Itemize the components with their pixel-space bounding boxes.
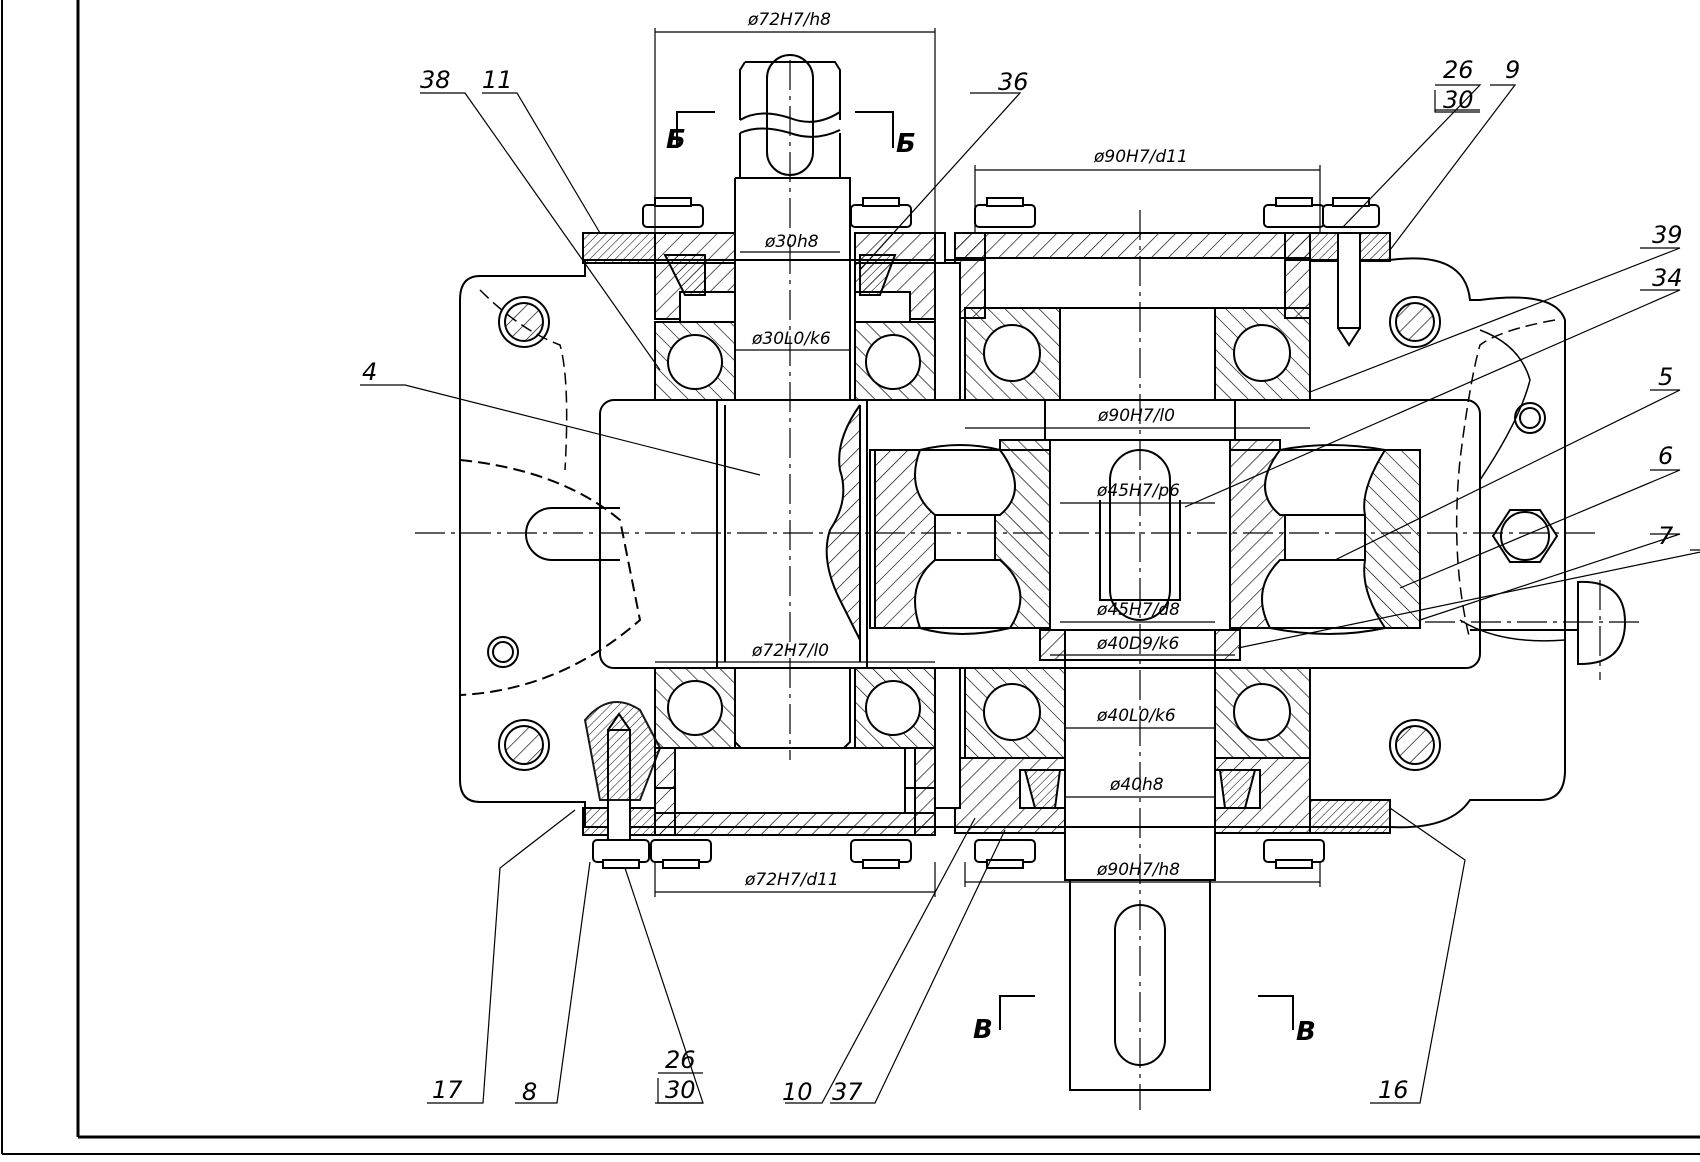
pos-30-top: 30 bbox=[1443, 86, 1474, 114]
corner-bolts bbox=[487, 296, 1546, 771]
pos-16: 16 bbox=[1378, 1076, 1409, 1104]
input-shaft-break bbox=[825, 404, 861, 641]
pos-7: 7 bbox=[1658, 522, 1674, 550]
output-bottom-cover bbox=[954, 757, 1391, 834]
seals bbox=[663, 254, 1257, 809]
dim-30L0-k6: ø30L0/k6 bbox=[751, 329, 831, 349]
pos-36: 36 bbox=[998, 68, 1029, 96]
pos-37: 37 bbox=[832, 1078, 863, 1106]
dim-30h8: ø30h8 bbox=[764, 232, 819, 252]
pos-4: 4 bbox=[362, 358, 377, 386]
pos-30-bottom: 30 bbox=[665, 1076, 696, 1104]
dim-40L0-k6: ø40L0/k6 bbox=[1096, 706, 1176, 726]
input-bearings bbox=[654, 321, 936, 749]
pos-17: 17 bbox=[432, 1076, 463, 1104]
pos-34: 34 bbox=[1652, 264, 1683, 292]
dim-90H7-l0: ø90H7/l0 bbox=[1097, 406, 1175, 426]
pos-30-box bbox=[657, 90, 1480, 1104]
left-slot bbox=[525, 507, 620, 561]
output-bearings bbox=[964, 307, 1311, 759]
dim-40D9-k6: ø40D9/k6 bbox=[1096, 634, 1180, 654]
cover-bolts bbox=[592, 197, 1380, 869]
dim-72H7-d11-bottom: ø72H7/d11 bbox=[744, 870, 839, 890]
pos-10: 10 bbox=[782, 1078, 813, 1106]
dim-40h8: ø40h8 bbox=[1109, 775, 1164, 795]
dimension-lines bbox=[654, 28, 1321, 897]
pos-11: 11 bbox=[482, 66, 513, 94]
pos-39: 39 bbox=[1652, 221, 1683, 249]
pos-9: 9 bbox=[1505, 56, 1520, 84]
dim-90H7-d11-top: ø90H7/d11 bbox=[1093, 147, 1188, 167]
section-marks bbox=[676, 111, 1294, 1030]
pos-6: 6 bbox=[1658, 442, 1673, 470]
dim-45H7-p6: ø45H7/p6 bbox=[1096, 481, 1180, 501]
dim-45H7-d8: ø45H7/d8 bbox=[1096, 600, 1180, 620]
separator-wall bbox=[934, 262, 961, 809]
dim-72H7-l0: ø72H7/l0 bbox=[751, 641, 829, 661]
section-b-right: Б bbox=[896, 129, 916, 159]
output-top-cover bbox=[954, 232, 1391, 319]
pos-38: 38 bbox=[420, 66, 451, 94]
pos-26-top: 26 bbox=[1443, 56, 1474, 84]
leader-lines bbox=[360, 84, 1700, 1104]
pos-26-bottom: 26 bbox=[665, 1046, 696, 1074]
dim-90H7-h8: ø90H7/h8 bbox=[1096, 860, 1180, 880]
pins bbox=[583, 232, 1361, 841]
section-v-left: В bbox=[973, 1015, 993, 1045]
pos-8: 8 bbox=[522, 1078, 537, 1106]
section-v-right: В bbox=[1296, 1017, 1316, 1047]
pos-5: 5 bbox=[1658, 363, 1673, 391]
dim-72H7-h8: ø72H7/h8 bbox=[747, 10, 831, 30]
section-b-left: Б bbox=[666, 125, 686, 155]
center-lines bbox=[415, 60, 1640, 1110]
oil-plug bbox=[1470, 509, 1627, 666]
